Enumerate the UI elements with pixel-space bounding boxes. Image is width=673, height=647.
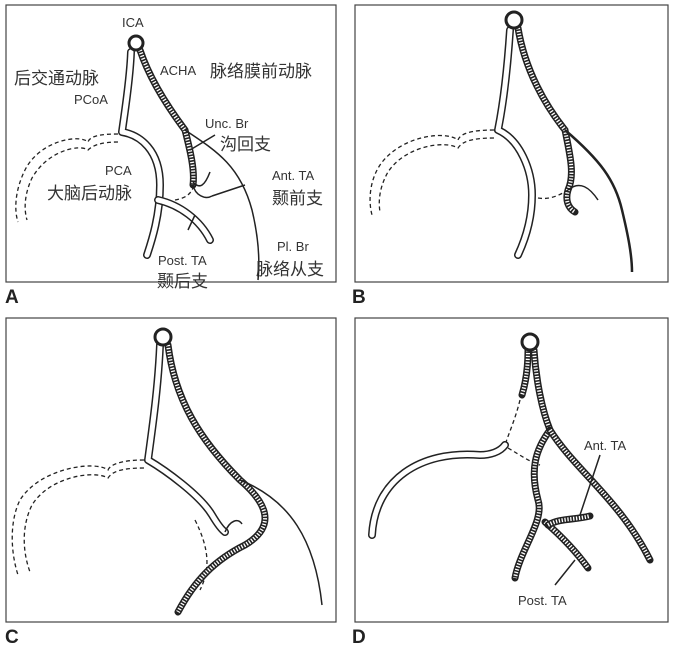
panel-b-frame [354, 4, 669, 283]
label-acha: ACHA [160, 63, 196, 78]
label-unc: Unc. Br [205, 116, 249, 131]
label-acha-zh: 脉络膜前动脉 [210, 62, 312, 81]
panel-label-b: B [352, 287, 366, 308]
label-pl-br-zh: 脉络从支 [256, 260, 324, 279]
panel-a: ICA ACHA 脉络膜前动脉 后交通动脉 PCoA Unc. Br 沟回支 P… [5, 4, 337, 308]
panel-label-a: A [5, 287, 19, 308]
post-ta-vessel [155, 197, 213, 243]
plexal-branch [184, 129, 260, 281]
panel-c: C [5, 317, 337, 647]
panel-label-c: C [5, 627, 19, 647]
label-pca-zh: 大脑后动脉 [47, 184, 132, 203]
label-ant-ta-zh: 颞前支 [272, 189, 323, 208]
label-ica: ICA [122, 15, 144, 30]
label-ant-ta: Ant. TA [272, 168, 314, 183]
acha-vessel [138, 49, 196, 186]
label-pl-br: Pl. Br [277, 239, 309, 254]
label-pca: PCA [105, 163, 132, 178]
panel-b: B [352, 4, 669, 308]
panel-label-d: D [352, 627, 366, 647]
label-pcoa-zh: 后交通动脉 [14, 69, 99, 88]
d-label-post-ta: Post. TA [518, 593, 567, 608]
panel-d-frame [354, 317, 669, 623]
ica-ring [127, 34, 145, 52]
panel-c-frame [5, 317, 337, 623]
panel-a-frame [5, 4, 337, 283]
label-unc-zh: 沟回支 [220, 135, 271, 154]
d-label-ant-ta: Ant. TA [584, 438, 626, 453]
label-post-ta: Post. TA [158, 253, 207, 268]
label-pcoa: PCoA [74, 92, 108, 107]
label-post-ta-zh: 颞后支 [157, 272, 208, 291]
panel-d: Ant. TA Post. TA D [352, 317, 669, 647]
